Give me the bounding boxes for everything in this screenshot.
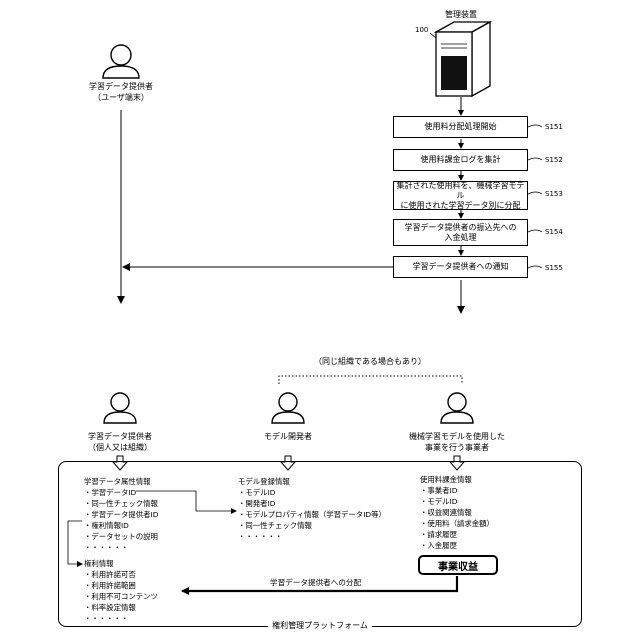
- step-box-s151: 使用料分配処理開始: [393, 116, 528, 138]
- step-s153-line1: 集計された使用料を、機械学習モデル: [394, 181, 527, 201]
- same-org-note: （同じ組織である場合もあり）: [314, 357, 426, 367]
- step-box-s152: 使用料課金ログを集計: [393, 149, 528, 171]
- rights-title: 権利情報: [84, 558, 158, 569]
- server-icon: [436, 22, 490, 96]
- rights-item: ・利用許諾範囲: [84, 580, 158, 591]
- learning-data-item: ・データセットの説明: [84, 531, 158, 542]
- step-box-s153: 集計された使用料を、機械学習モデル に使用された学習データ別に分配: [393, 181, 528, 210]
- billing-item: ・収益関連情報: [420, 507, 494, 518]
- rights-item: ・・・・・・: [84, 613, 158, 624]
- actor-business-line2: 事業を行う事業者: [425, 443, 489, 453]
- model-item: ・モデルID: [238, 487, 386, 498]
- rights-item: ・利用不可コンテンツ: [84, 591, 158, 602]
- learning-data-item: ・学習データID: [84, 487, 158, 498]
- actor-business-line1: 機械学習モデルを使用した: [409, 432, 505, 442]
- step-id-s153: S153: [545, 190, 563, 199]
- actor-developer-line1: モデル開発者: [264, 432, 312, 442]
- user-terminal-label-1: 学習データ提供者: [89, 82, 153, 92]
- billing-item: ・事業者ID: [420, 485, 494, 496]
- step-box-s154: 学習データ提供者の振込先への 入金処理: [393, 219, 528, 246]
- learning-data-item: ・同一性チェック情報: [84, 498, 158, 509]
- learning-data-item: ・学習データ提供者ID: [84, 509, 158, 520]
- step-id-s154: S154: [545, 228, 563, 237]
- user-icon-top: [103, 45, 139, 78]
- rights-item: ・料率設定情報: [84, 602, 158, 613]
- step-s154-line2: 入金処理: [445, 233, 477, 243]
- usage-billing: 使用料課金情報 ・事業者ID ・モデルID ・収益関連情報 ・使用料（請求金額）…: [420, 474, 494, 562]
- model-item: ・開発者ID: [238, 498, 386, 509]
- step-s154-line1: 学習データ提供者の振込先への: [405, 223, 517, 233]
- user-icon-developer: [272, 393, 304, 423]
- step-id-s151: S151: [545, 123, 563, 132]
- model-registration: モデル登録情報 ・モデルID ・開発者ID ・モデルプロパティ情報（学習データI…: [238, 476, 386, 542]
- rights-item: ・利用許諾可否: [84, 569, 158, 580]
- learning-data-title: 学習データ属性情報: [84, 476, 158, 487]
- business-revenue-box: 事業収益: [418, 555, 498, 575]
- model-item: ・同一性チェック情報: [238, 520, 386, 531]
- platform-label: 権利管理プラットフォーム: [268, 621, 372, 631]
- billing-item: ・使用料（請求金額）: [420, 518, 494, 529]
- user-icon-business: [441, 393, 473, 423]
- server-label: 管理装置: [445, 10, 477, 20]
- billing-title: 使用料課金情報: [420, 474, 494, 485]
- model-item: ・・・・・・: [238, 531, 386, 542]
- model-title: モデル登録情報: [238, 476, 386, 487]
- step-id-s152: S152: [545, 156, 563, 165]
- learning-data-item: ・・・・・・: [84, 542, 158, 553]
- step-s153-line2: に使用された学習データ別に分配: [401, 201, 521, 211]
- learning-data-attributes: 学習データ属性情報 ・学習データID ・同一性チェック情報 ・学習データ提供者I…: [84, 476, 158, 553]
- billing-item: ・入金履歴: [420, 540, 494, 551]
- user-icon-provider: [104, 393, 136, 423]
- billing-item: ・モデルID: [420, 496, 494, 507]
- actor-provider-line2: （個人又は組織）: [88, 443, 152, 453]
- step-box-s155: 学習データ提供者への通知: [393, 256, 528, 278]
- user-terminal-label-2: （ユーザ端末）: [93, 93, 149, 103]
- rights-info: 権利情報 ・利用許諾可否 ・利用許諾範囲 ・利用不可コンテンツ ・料率設定情報 …: [84, 558, 158, 624]
- server-ref: 100: [415, 25, 428, 35]
- same-org-bracket: [279, 376, 462, 384]
- billing-item: ・請求履歴: [420, 529, 494, 540]
- actor-provider-line1: 学習データ提供者: [88, 432, 152, 442]
- step-id-s155: S155: [545, 264, 563, 273]
- learning-data-item: ・権利情報ID: [84, 520, 158, 531]
- model-item: ・モデルプロパティ情報（学習データID等）: [238, 509, 386, 520]
- distribution-label: 学習データ提供者への分配: [270, 578, 361, 588]
